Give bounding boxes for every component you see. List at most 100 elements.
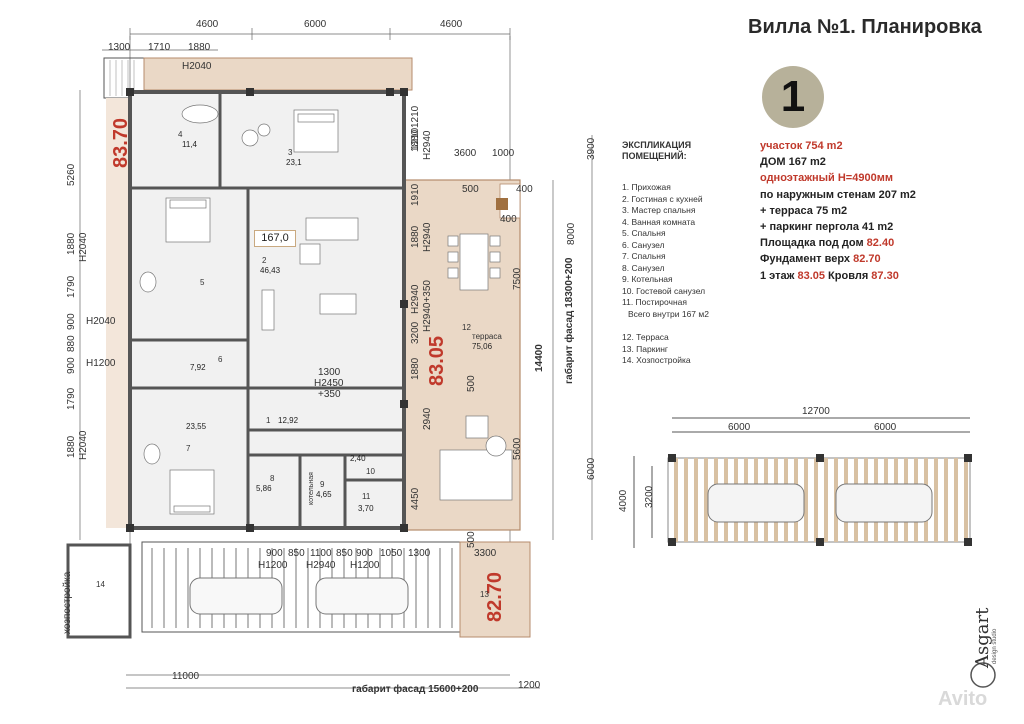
legend-item: 8. Санузел [622,262,665,273]
bottom-h-0: H1200 [258,560,288,571]
left-dim-1: 1880 [66,232,77,255]
room-5-number: 5 [200,278,205,287]
legend-item: 10. Гостевой санузел [622,285,706,296]
room-2-area: 46,43 [260,266,281,275]
info-floors: одноэтажный H=4900мм [760,172,893,185]
room-3-area: 23,1 [286,158,302,167]
room-2-number: 2 [262,256,267,265]
info-floor-value: 83.05 [797,269,825,282]
dim-4450: 4450 [410,487,421,510]
dim-plus350: +350 [318,389,341,400]
bottom-door-1: 850 [288,548,305,559]
bottom-h-2: H1200 [350,560,380,571]
dim-top2-c: 1880 [188,42,211,53]
dim-top-right: 4600 [440,19,463,30]
room-6-number: 6 [218,355,223,364]
terrace-dim-500c: 500 [466,531,477,548]
dim-top-mid: 6000 [304,19,327,30]
terrace-dim-400a: 400 [516,184,533,195]
bottom-door-2: 1100 [310,548,332,559]
legend-item: 7. Спальня [622,251,666,261]
dim-1210b: 1210 [410,105,421,128]
room-1-number: 1 [266,416,271,425]
mark-83-05: 83.05 [426,335,448,386]
info-roof-value: 87.30 [871,269,899,282]
right-dim-8000: 8000 [566,222,577,245]
legend-item: 2. Гостиная с кухней [622,193,703,204]
info-plot: участок 754 m2 [760,140,843,152]
terrace-dim-400b: 400 [500,214,517,225]
page-title: Вилла №1. Планировка [748,16,982,38]
dim-1880b: 1880 [410,225,421,248]
terrace-dim-500b: 500 [466,375,477,392]
terrace-dim-500a: 500 [462,184,479,195]
dim-1880a: 1880 [410,129,421,152]
dim-h2450: H2450 [314,378,344,389]
left-dim-6: 880 [66,335,77,352]
right-dim-6000: 6000 [586,457,597,480]
info-foundation-value: 82.70 [853,253,881,266]
terrace-name: терраса [472,332,502,341]
studio-logo: Asgart [972,607,993,668]
terrace-dim-5600: 5600 [512,437,523,460]
bottom-door-4: 900 [356,548,373,559]
boiler-label: котельная [308,472,315,505]
room-4-area: 11,4 [182,140,197,149]
bottom-h-1: H2940 [306,560,336,571]
room-8-number: 8 [270,474,275,483]
legend-item: 6. Санузел [622,239,665,250]
left-dim-4: H2040 [86,316,116,327]
villa-number-badge: 1 [762,66,824,128]
dim-top2-b: 1710 [148,42,171,53]
info-terrace: + терраса 75 m2 [760,204,848,217]
left-dim-8: H1200 [86,358,116,369]
room-9-area: 4,65 [316,490,332,499]
dim-1880c: 1880 [410,357,421,380]
bottom-door-5: 1050 [380,548,403,559]
room-1-area: 12,92 [278,416,299,425]
right-dim-14400: 14400 [534,344,545,372]
left-dim-10: 1880 [66,435,77,458]
room-11-area: 3,70 [358,504,374,513]
left-dim-5: 900 [66,313,77,330]
mark-83-70: 83.70 [110,117,132,168]
left-dim-11: H2040 [78,430,89,460]
left-dim-7: 900 [66,357,77,374]
terrace-dim-1000: 1000 [492,148,515,159]
terrace-dim-3600: 3600 [454,148,477,159]
pergola-h3200: 3200 [644,485,655,508]
terrace-number: 12 [462,323,471,332]
room-8-area: 5,86 [256,484,272,493]
info-roof-label: Кровля [825,269,872,282]
bottom-door-3: 850 [336,548,353,559]
bottom-door-7: 3300 [474,548,497,559]
dim-h2940-350: H2940+350 [422,280,433,332]
legend-item: 4. Ванная комната [622,216,696,227]
room-4-number: 4 [178,130,183,139]
room-7-area: 23,55 [186,422,207,431]
facade-size-2: габарит фасад 15600+200 [352,684,479,695]
room-10-area: 2,40 [350,454,366,463]
legend-item: 13. Паркинг [622,343,669,354]
dim-top-left: 4600 [196,19,219,30]
legend-item: 5. Спальня [622,228,666,238]
info-outer: по наружным стенам 207 m2 [760,188,916,201]
dim-h2940d: 2940 [422,407,433,430]
dim-1300: 1300 [318,367,341,378]
room-7-number: 7 [186,444,191,453]
dim-3200: 3200 [410,321,421,344]
legend-item: 12. Терраса [622,332,669,342]
dim-h2940a: H2940 [422,130,433,160]
dim-top2-a: 1300 [108,42,131,53]
legend-item: 9. Котельная [622,274,673,284]
left-dim-2: H2040 [78,232,89,262]
room-6-area: 7,92 [190,363,206,372]
pergola-h4000: 4000 [618,489,629,512]
dim-h2940c: H2940 [410,284,421,314]
studio-logo-sub: design studio [992,628,998,664]
legend-total: Всего внутри 167 м2 [628,308,709,319]
terrace-area: 75,06 [472,342,493,351]
pergola-left: 6000 [728,422,751,433]
avito-watermark: Avito [938,688,988,710]
info-house: ДОМ 167 m2 [760,156,826,169]
